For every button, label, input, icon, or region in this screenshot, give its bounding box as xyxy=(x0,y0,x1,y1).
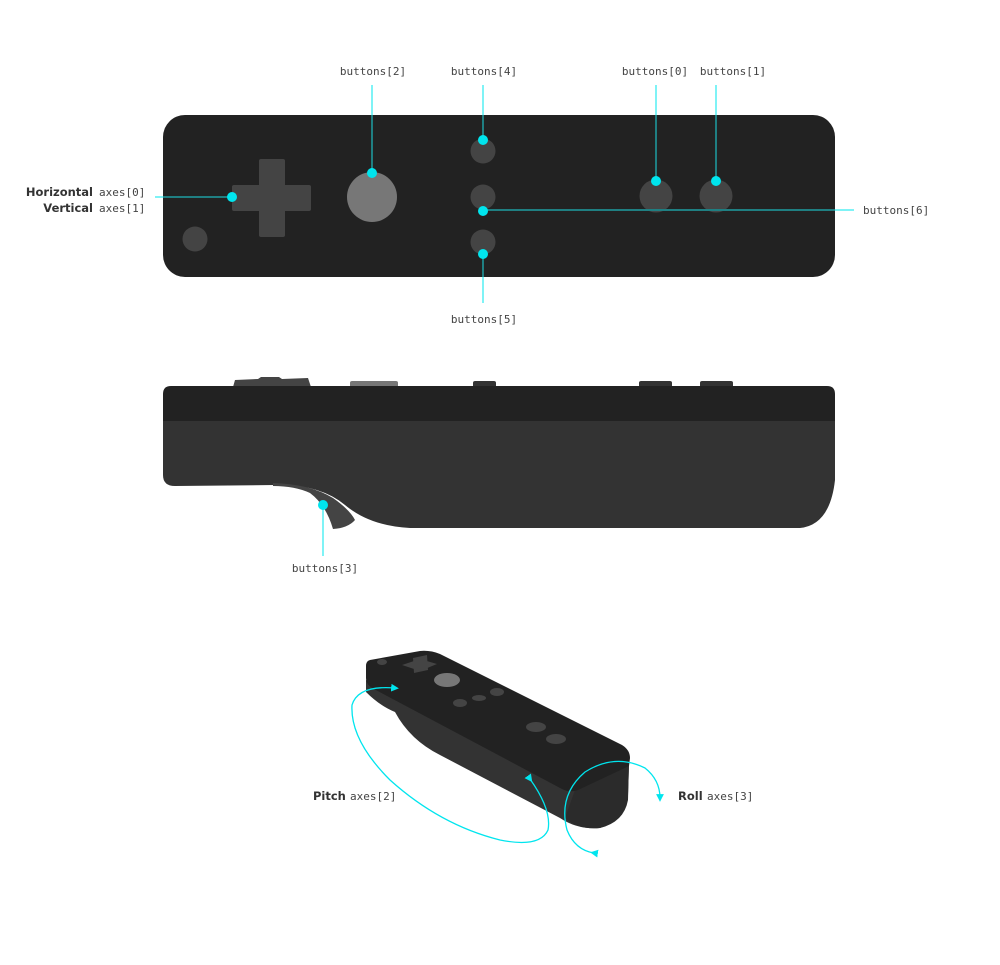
controller-body-side xyxy=(163,420,835,528)
label-axes-3: axes[3] xyxy=(707,790,753,803)
label-buttons-1: buttons[1] xyxy=(700,65,766,78)
two-button[interactable] xyxy=(699,179,733,213)
home-button[interactable] xyxy=(470,184,496,210)
minus-button-3d[interactable] xyxy=(453,699,467,707)
one-button-3d[interactable] xyxy=(526,722,546,732)
plus-button[interactable] xyxy=(470,229,496,255)
perspective-view: Pitch axes[2] Roll axes[3] xyxy=(313,650,753,858)
label-roll: Roll xyxy=(678,789,703,803)
controller-top-band xyxy=(163,386,835,421)
label-buttons-5: buttons[5] xyxy=(451,313,517,326)
label-buttons-3: buttons[3] xyxy=(292,562,358,575)
label-buttons-2: buttons[2] xyxy=(340,65,406,78)
dpad[interactable] xyxy=(232,159,311,237)
one-button[interactable] xyxy=(639,179,673,213)
side-view: buttons[3] xyxy=(163,377,835,575)
dpad-profile xyxy=(233,377,311,387)
label-pitch: Pitch xyxy=(313,789,346,803)
roll-arrow xyxy=(564,760,664,858)
label-axes-1: axes[1] xyxy=(99,202,145,215)
label-vertical: Vertical xyxy=(43,201,93,215)
top-view: Horizontal axes[0] Vertical axes[1] butt… xyxy=(26,65,929,326)
two-button-3d[interactable] xyxy=(546,734,566,744)
controller-body-top xyxy=(163,115,835,277)
label-buttons-0: buttons[0] xyxy=(622,65,688,78)
a-button[interactable] xyxy=(347,172,397,222)
power-button[interactable] xyxy=(182,226,208,252)
label-horizontal: Horizontal xyxy=(26,185,93,199)
a-button-3d[interactable] xyxy=(434,673,460,687)
dpad-3d[interactable] xyxy=(402,655,437,673)
minus-button[interactable] xyxy=(470,138,496,164)
label-axes-2: axes[2] xyxy=(350,790,396,803)
label-buttons-4: buttons[4] xyxy=(451,65,517,78)
label-buttons-6: buttons[6] xyxy=(863,204,929,217)
pitch-arrow xyxy=(351,683,550,844)
anchor-dots xyxy=(227,135,721,259)
b-trigger[interactable] xyxy=(273,483,355,529)
power-button-3d[interactable] xyxy=(377,659,387,665)
plus-button-3d[interactable] xyxy=(490,688,504,696)
label-axes-0: axes[0] xyxy=(99,186,145,199)
home-button-3d[interactable] xyxy=(472,695,486,701)
